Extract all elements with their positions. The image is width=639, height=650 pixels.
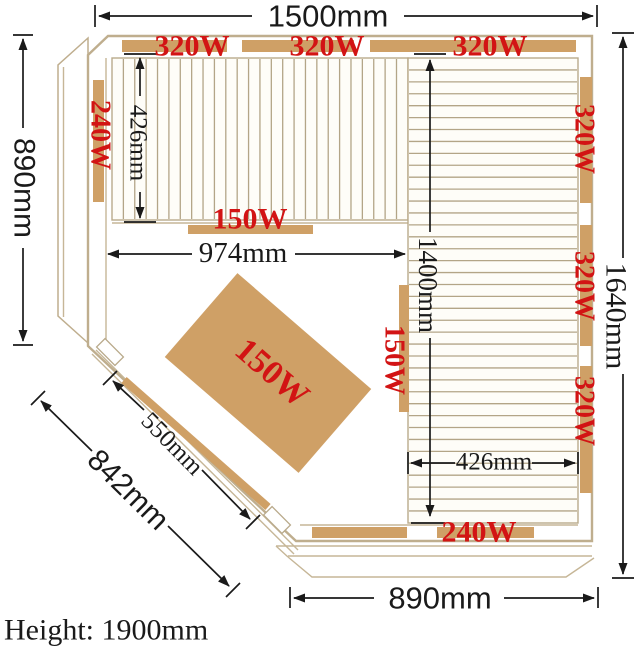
floor-heater-panel: [164, 273, 372, 473]
dim-right-bench-depth: 426mm: [456, 449, 533, 476]
dim-top-width: 1500mm: [268, 0, 389, 34]
top-wall-heater-3: [370, 40, 576, 52]
right-bench-side-heater: [399, 285, 409, 412]
label-left-wall-heater: 240W: [85, 100, 116, 170]
dimension-lines: [13, 5, 634, 608]
dim-right-bench-length: 1400mm: [413, 237, 443, 333]
height-note: Height: 1900mm: [4, 614, 208, 647]
label-top-bench-front-heater: 150W: [213, 203, 288, 236]
corner-door: [91, 337, 299, 555]
top-bench-front-heater: [188, 225, 313, 234]
door-end-cap-bottom: [262, 505, 292, 535]
top-wall-heater-2: [242, 40, 354, 52]
dim-floor-width: 974mm: [199, 237, 288, 269]
right-wall-heater-3: [580, 366, 592, 493]
dim-front-diagonal: 842mm: [81, 443, 175, 537]
right-wall-heater-2: [580, 225, 592, 346]
left-exterior-panel: [57, 36, 89, 345]
right-wall-heater-1: [580, 77, 592, 203]
dim-right-height: 1640mm: [600, 263, 633, 370]
bottom-wall-heater-1: [312, 527, 407, 538]
dim-top-bench-depth: 426mm: [125, 105, 152, 182]
label-top-wall-heater-3: 320W: [453, 30, 528, 63]
bottom-wall-heater-2: [437, 527, 534, 538]
label-bottom-wall-heater: 240W: [442, 516, 517, 549]
door-end-cap-top: [95, 337, 125, 367]
right-bench: [407, 57, 579, 524]
dim-left-height: 890mm: [8, 138, 41, 238]
label-right-wall-heater-1: 320W: [569, 104, 600, 174]
bottom-exterior-panel: [275, 545, 595, 578]
label-right-bench-side-heater: 150W: [379, 325, 410, 395]
label-right-wall-heater-2: 320W: [569, 251, 600, 321]
top-left-bench: [111, 57, 409, 224]
label-top-wall-heater-1: 320W: [155, 30, 230, 63]
top-wall-heater-1: [122, 40, 227, 52]
left-wall-heater: [93, 80, 104, 202]
label-right-wall-heater-3: 320W: [569, 376, 600, 446]
wall-heater-strips: [93, 40, 592, 538]
bench-slats-vertical: [122, 59, 398, 219]
dim-bottom-width: 890mm: [388, 581, 491, 616]
label-top-wall-heater-2: 320W: [290, 30, 365, 63]
outer-wall-outline: [86, 34, 594, 543]
